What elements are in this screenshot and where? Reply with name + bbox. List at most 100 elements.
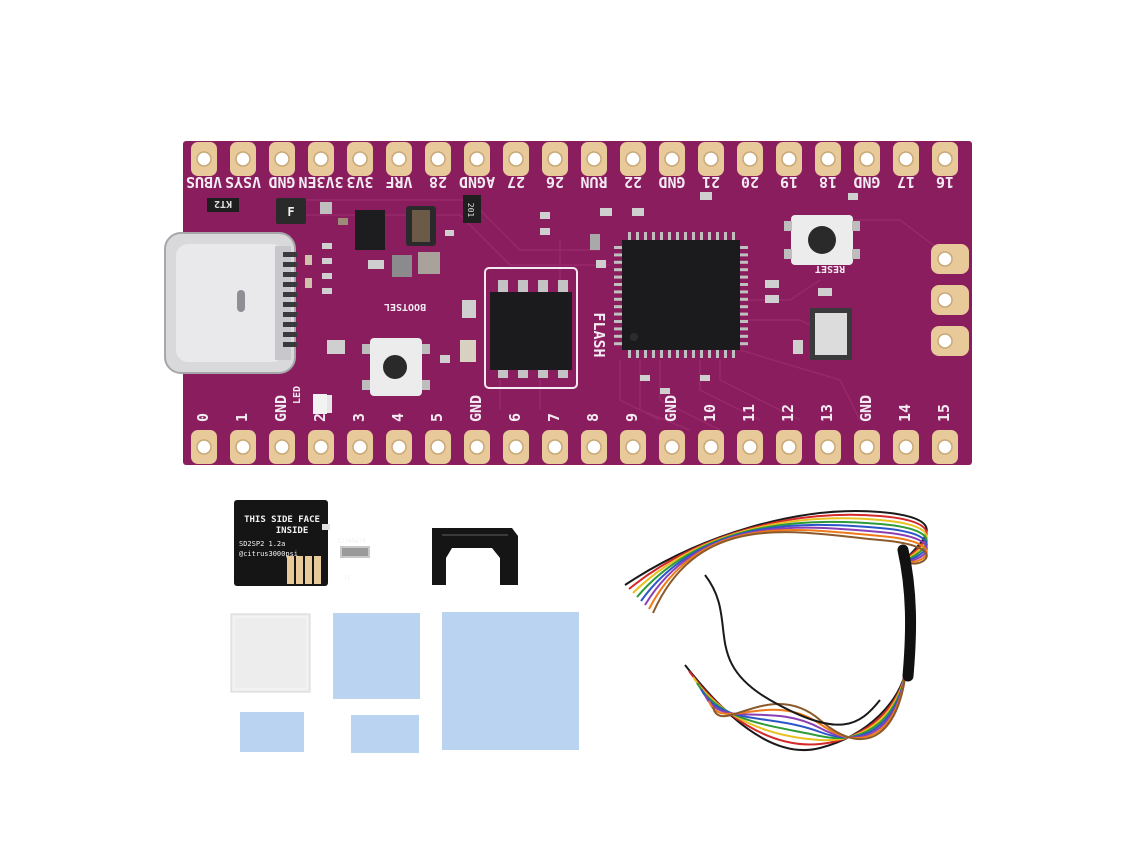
bottom-pin-label: 4 [389, 413, 407, 422]
bottom-pin-label: 13 [818, 404, 836, 422]
bottom-pin-label: GND [857, 395, 875, 422]
heat-shrink-tube [897, 544, 917, 682]
top-pin-label: 27 [507, 173, 525, 191]
adapter-pin-numbers: 12345678 [337, 538, 366, 545]
bottom-pad [230, 430, 256, 464]
wire-bundle [624, 510, 928, 751]
top-pad [542, 142, 568, 176]
top-pin-label: VSYS [225, 173, 261, 191]
top-pin-label: 19 [780, 173, 798, 191]
top-pad [425, 142, 451, 176]
bottom-pin-label: 1 [233, 413, 251, 422]
bootsel-button[interactable]: BOOTSEL [362, 301, 430, 396]
bottom-pin-label: GND [467, 395, 485, 422]
bottom-pad [698, 430, 724, 464]
top-pad [815, 142, 841, 176]
wire [648, 529, 928, 610]
adapter-j1-label: J1 [343, 575, 351, 582]
bottom-pad [386, 430, 412, 464]
bootsel-label: BOOTSEL [384, 301, 426, 312]
wire [712, 669, 907, 741]
led-label: LED [292, 386, 303, 404]
bottom-pin-label: 7 [545, 413, 563, 422]
bottom-pad [308, 430, 334, 464]
usb-c-connector [164, 232, 297, 374]
bottom-pad [503, 430, 529, 464]
bottom-pad [737, 430, 763, 464]
flash-label: FLASH [590, 312, 608, 357]
bottom-pin-label: 8 [584, 413, 602, 422]
top-pin-label: 26 [546, 173, 564, 191]
bottom-pin-label: 11 [740, 404, 758, 422]
mcu-chip [614, 232, 748, 358]
adapter-credit: @citrus3000psi [239, 550, 298, 558]
top-pin-label: 28 [429, 173, 447, 191]
reset-label: RESET [815, 263, 845, 274]
wire [640, 523, 928, 602]
top-pad [932, 142, 958, 176]
bottom-header-pads [191, 430, 958, 464]
top-pad [698, 142, 724, 176]
bottom-pad [854, 430, 880, 464]
top-pad [737, 142, 763, 176]
top-pad [776, 142, 802, 176]
top-pin-label: 22 [624, 173, 642, 191]
top-pin-label: 21 [702, 173, 720, 191]
top-pad [386, 142, 412, 176]
smd-components: KT2 F 201 [207, 192, 858, 413]
bottom-pad [581, 430, 607, 464]
top-pad [503, 142, 529, 176]
top-pad [464, 142, 490, 176]
top-pad [269, 142, 295, 176]
adapter-model: SD2SP2 1.2a [239, 540, 285, 548]
bottom-pin-label: 5 [428, 413, 446, 422]
top-pad [581, 142, 607, 176]
reset-button[interactable]: RESET [784, 215, 860, 274]
plastic-bracket [432, 528, 518, 585]
wire [704, 669, 907, 739]
top-pad [347, 142, 373, 176]
bottom-pad [191, 430, 217, 464]
debug-pads [931, 244, 969, 356]
top-pin-label: GND [268, 173, 295, 191]
status-led: LED [292, 386, 327, 414]
top-pin-label: 3V3EN [298, 173, 343, 191]
thermal-pads [230, 612, 579, 753]
top-pin-label: 20 [741, 173, 759, 191]
bottom-pad [542, 430, 568, 464]
bottom-pin-label: GND [662, 395, 680, 422]
bottom-pin-label: 2 [311, 413, 329, 422]
bottom-pad [347, 430, 373, 464]
bottom-pad [464, 430, 490, 464]
bottom-pad [659, 430, 685, 464]
adapter-text-line2: INSIDE [276, 526, 309, 536]
bottom-pad [620, 430, 646, 464]
bottom-pin-label: 0 [194, 413, 212, 422]
top-pin-label: 16 [936, 173, 954, 191]
top-pad [854, 142, 880, 176]
bottom-pin-label: 12 [779, 404, 797, 422]
crystal [810, 308, 852, 360]
bottom-pad [932, 430, 958, 464]
adapter-text-line1: THIS SIDE FACE [244, 515, 320, 525]
bottom-pin-label: GND [272, 395, 290, 422]
top-pin-label: VRF [385, 173, 412, 191]
wire [628, 513, 928, 590]
bottom-pad [425, 430, 451, 464]
top-pad [659, 142, 685, 176]
bottom-pin-label: 14 [896, 404, 914, 422]
top-pin-label: RUN [580, 173, 607, 191]
wire [652, 531, 928, 614]
sd2sp2-adapter-board: THIS SIDE FACE INSIDE SD2SP2 1.2a @citru… [234, 500, 370, 586]
bottom-pin-label: 3 [350, 413, 368, 422]
top-pad [230, 142, 256, 176]
fuse-label: F [287, 205, 294, 219]
top-pin-label: GND [658, 173, 685, 191]
top-pin-label: AGND [459, 173, 495, 191]
resistor-label: 201 [466, 203, 475, 218]
top-pad [308, 142, 334, 176]
top-pad [893, 142, 919, 176]
flash-chip: FLASH [484, 267, 608, 389]
top-header-pads [191, 142, 958, 176]
